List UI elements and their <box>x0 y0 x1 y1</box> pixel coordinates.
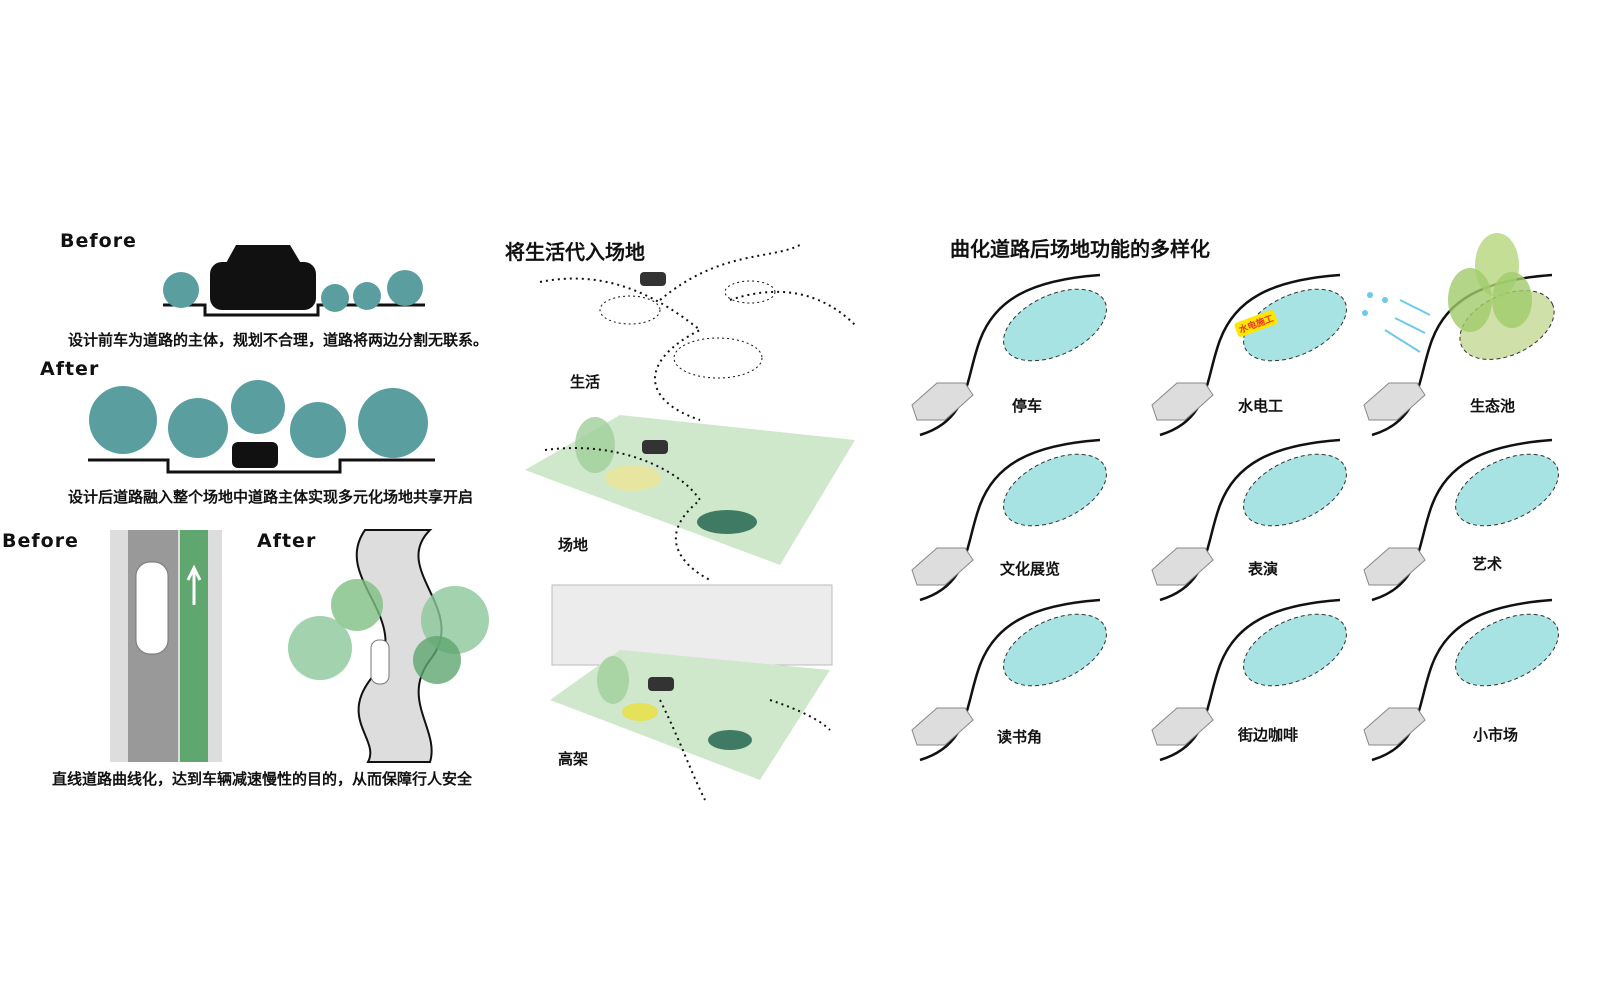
road-before-label: Before <box>2 530 79 552</box>
function-area <box>1243 453 1347 527</box>
function-area <box>1003 453 1107 527</box>
curved-road-line <box>1371 438 1553 602</box>
function-item-utility-work <box>1151 273 1347 437</box>
car-icon <box>640 272 666 286</box>
car-icon <box>648 677 674 691</box>
function-area <box>1455 613 1559 687</box>
car-front-icon <box>232 442 278 468</box>
function-area <box>1003 288 1107 362</box>
before-caption: 设计前车为道路的主体，规划不合理，道路将两边分割无联系。 <box>68 331 489 349</box>
layer-label-life: 生活 <box>570 373 601 391</box>
before-label: Before <box>60 230 137 252</box>
pedestrian-icon <box>168 398 228 458</box>
car-icon <box>1151 547 1214 586</box>
tree-icon <box>413 636 461 684</box>
function-item-reading-corner <box>911 598 1107 762</box>
after-caption: 设计后道路融入整个场地中道路主体实现多元化场地共享开启 <box>68 488 474 506</box>
function-label-culture-exhibition: 文化展览 <box>1000 560 1061 578</box>
curved-road-line <box>919 438 1101 602</box>
middle-title: 将生活代入场地 <box>505 240 645 264</box>
bicycle-icon <box>321 284 349 312</box>
road-after-label: After <box>257 530 317 552</box>
layer-label-elevated: 高架 <box>558 750 589 768</box>
tree-icon <box>331 579 383 631</box>
car-icon <box>1151 707 1214 746</box>
car-icon <box>1363 707 1426 746</box>
function-label-utility-work: 水电工 <box>1238 397 1284 415</box>
function-item-parking <box>911 273 1107 437</box>
function-area <box>1243 288 1347 362</box>
car-topview-icon <box>135 561 169 655</box>
after-label: After <box>40 358 100 380</box>
function-label-small-market: 小市场 <box>1473 726 1519 744</box>
function-item-culture-exhibition <box>911 438 1107 602</box>
car-icon <box>642 440 668 454</box>
curved-road-line <box>1159 598 1341 762</box>
right-title: 曲化道路后场地功能的多样化 <box>950 237 1210 261</box>
function-label-reading-corner: 读书角 <box>997 728 1043 746</box>
cafe-people-icon <box>358 388 428 458</box>
arrow-up-icon <box>186 564 202 605</box>
function-label-street-cafe: 街边咖啡 <box>1238 726 1299 744</box>
elevated-highway <box>551 584 833 666</box>
function-label-parking: 停车 <box>1012 397 1043 415</box>
layered-site-diagram <box>525 244 856 801</box>
bicycle-icon <box>290 402 346 458</box>
function-item-small-market <box>1363 598 1559 762</box>
car-icon <box>911 382 974 421</box>
function-area <box>1243 613 1347 687</box>
curved-road-line <box>1159 273 1341 437</box>
layer-label-site: 场地 <box>558 536 589 554</box>
car-icon <box>1151 382 1214 421</box>
function-area <box>1455 453 1559 527</box>
rain-arrows-icon <box>1362 233 1532 353</box>
curved-road-line <box>919 273 1101 437</box>
playing-people-icon <box>89 386 157 454</box>
car-icon <box>911 547 974 586</box>
car-icon <box>1363 382 1426 421</box>
function-label-art: 艺术 <box>1472 555 1503 573</box>
function-item-street-cafe <box>1151 598 1347 762</box>
curved-road-line <box>1159 438 1341 602</box>
scooter-icon <box>353 282 381 310</box>
tree-icon <box>597 656 629 704</box>
activity-ring <box>599 295 661 325</box>
curved-road-line <box>919 598 1101 762</box>
function-item-art <box>1363 438 1559 602</box>
function-label-eco-pond: 生态池 <box>1470 397 1516 415</box>
car-front-icon <box>210 262 316 310</box>
car-icon <box>911 707 974 746</box>
function-area <box>1003 613 1107 687</box>
curved-road-line <box>1371 598 1553 762</box>
function-label-performance: 表演 <box>1248 560 1279 578</box>
tree-icon <box>288 616 352 680</box>
scooter-icon <box>231 380 285 434</box>
car-icon <box>1363 547 1426 586</box>
road-caption: 直线道路曲线化，达到车辆减速慢性的目的，从而保障行人安全 <box>52 770 473 788</box>
car-topview-icon <box>370 639 390 685</box>
tree-icon <box>575 417 615 473</box>
pedestrian-icon <box>387 270 423 306</box>
before-road-section-illustration <box>88 245 489 763</box>
pedestrian-icon <box>163 272 199 308</box>
function-item-performance <box>1151 438 1347 602</box>
